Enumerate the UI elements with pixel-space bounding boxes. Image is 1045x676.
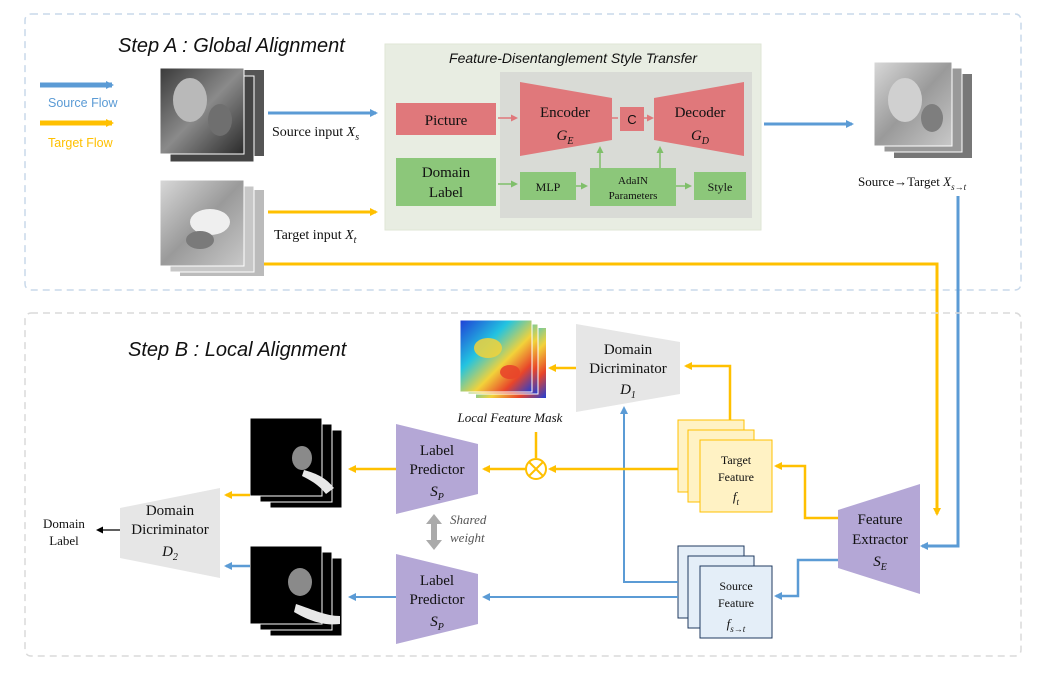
disc1-label-1: Domain [604,342,653,358]
target-segmentation-stack [249,417,343,509]
disc1-label-2: Dicriminator [589,361,666,377]
domain-label-text-2: Label [429,185,463,201]
legend-target-label: Target Flow [48,136,114,150]
encoder-block [520,82,612,156]
decoder-symbol: GD [691,128,710,147]
adain-label-1: AdaIN [618,175,648,187]
disc1-symbol: D1 [619,382,636,401]
picture-label: Picture [425,113,468,129]
concat-box [620,107,644,131]
source-feature-stack [677,545,773,639]
shared-weight-label-1: Shared [450,512,487,527]
feature-extractor-label-2: Extractor [852,532,908,548]
domain-label-text-1: Domain [422,165,471,181]
decoder-label: Decoder [675,105,726,121]
source-feature-label-2: Feature [718,596,754,610]
step-a-title: Step A : Global Alignment [118,35,346,57]
label-predictor-top-1: Label [420,443,454,459]
domain-discriminator-1 [576,324,680,412]
label-predictor-top-2: Predictor [410,462,465,478]
feature-extractor-symbol: SE [873,554,887,573]
disc2-symbol: D2 [161,544,178,563]
source-image-stack [159,67,264,163]
source-feature-symbol: fs→t [727,616,746,634]
disc2-label-2: Dicriminator [131,522,208,538]
label-predictor-top [396,424,478,514]
domain-label-out-1: Domain [43,516,85,531]
shared-weight-arrow [426,514,442,550]
label-predictor-bottom-1: Label [420,573,454,589]
local-feature-mask-stack [459,319,546,398]
transferred-image-stack [873,61,972,158]
concat-label: C [627,112,636,127]
target-to-extractor-path [264,262,941,516]
local-feature-mask-label: Local Feature Mask [457,410,563,425]
multiply-icon [528,461,544,477]
encoder-symbol: GE [557,128,574,147]
target-input-label: Target input Xt [274,228,357,246]
adain-box [590,168,676,206]
transferred-label: Source→Target Xs→t [858,174,967,192]
shared-weight-label-2: weight [450,530,485,545]
style-box [694,172,746,200]
domain-label-box [396,158,496,206]
picture-box [396,103,496,135]
target-feature-label-1: Target [721,453,752,467]
target-feature-stack [677,419,773,513]
source-input-label: Source input Xs [272,125,359,143]
target-feature-label-2: Feature [718,470,754,484]
decoder-block [654,82,744,156]
feature-extractor-block [838,484,920,594]
target-feature-to-disc1 [684,362,732,420]
step-a-frame [24,13,1022,291]
step-b-title: Step B : Local Alignment [128,339,348,361]
disc2-label-1: Domain [146,503,195,519]
style-label: Style [708,180,733,194]
legend-source-label: Source Flow [48,96,118,110]
extractor-to-target-feature [774,462,838,520]
target-image-stack [159,179,264,276]
encoder-label: Encoder [540,105,590,121]
extractor-to-source-feature [774,558,838,600]
label-predictor-top-symbol: SP [430,484,444,503]
feature-extractor-label-1: Feature [858,512,903,528]
mlp-box [520,172,576,200]
style-transfer-title: Feature-Disentanglement Style Transfer [449,50,698,66]
label-predictor-bottom [396,554,478,644]
domain-discriminator-2 [120,488,220,578]
source-segmentation-stack [249,545,343,637]
source-feature-to-disc1 [620,406,678,583]
label-predictor-bottom-symbol: SP [430,614,444,633]
target-feature-symbol: ft [733,489,740,507]
source-feature-label-1: Source [719,579,752,593]
label-predictor-bottom-2: Predictor [410,592,465,608]
mlp-label: MLP [536,180,561,194]
adain-label-2: Parameters [609,190,658,202]
step-b-frame [24,312,1022,657]
source-to-extractor-path [920,196,960,550]
domain-label-out-2: Label [49,533,79,548]
